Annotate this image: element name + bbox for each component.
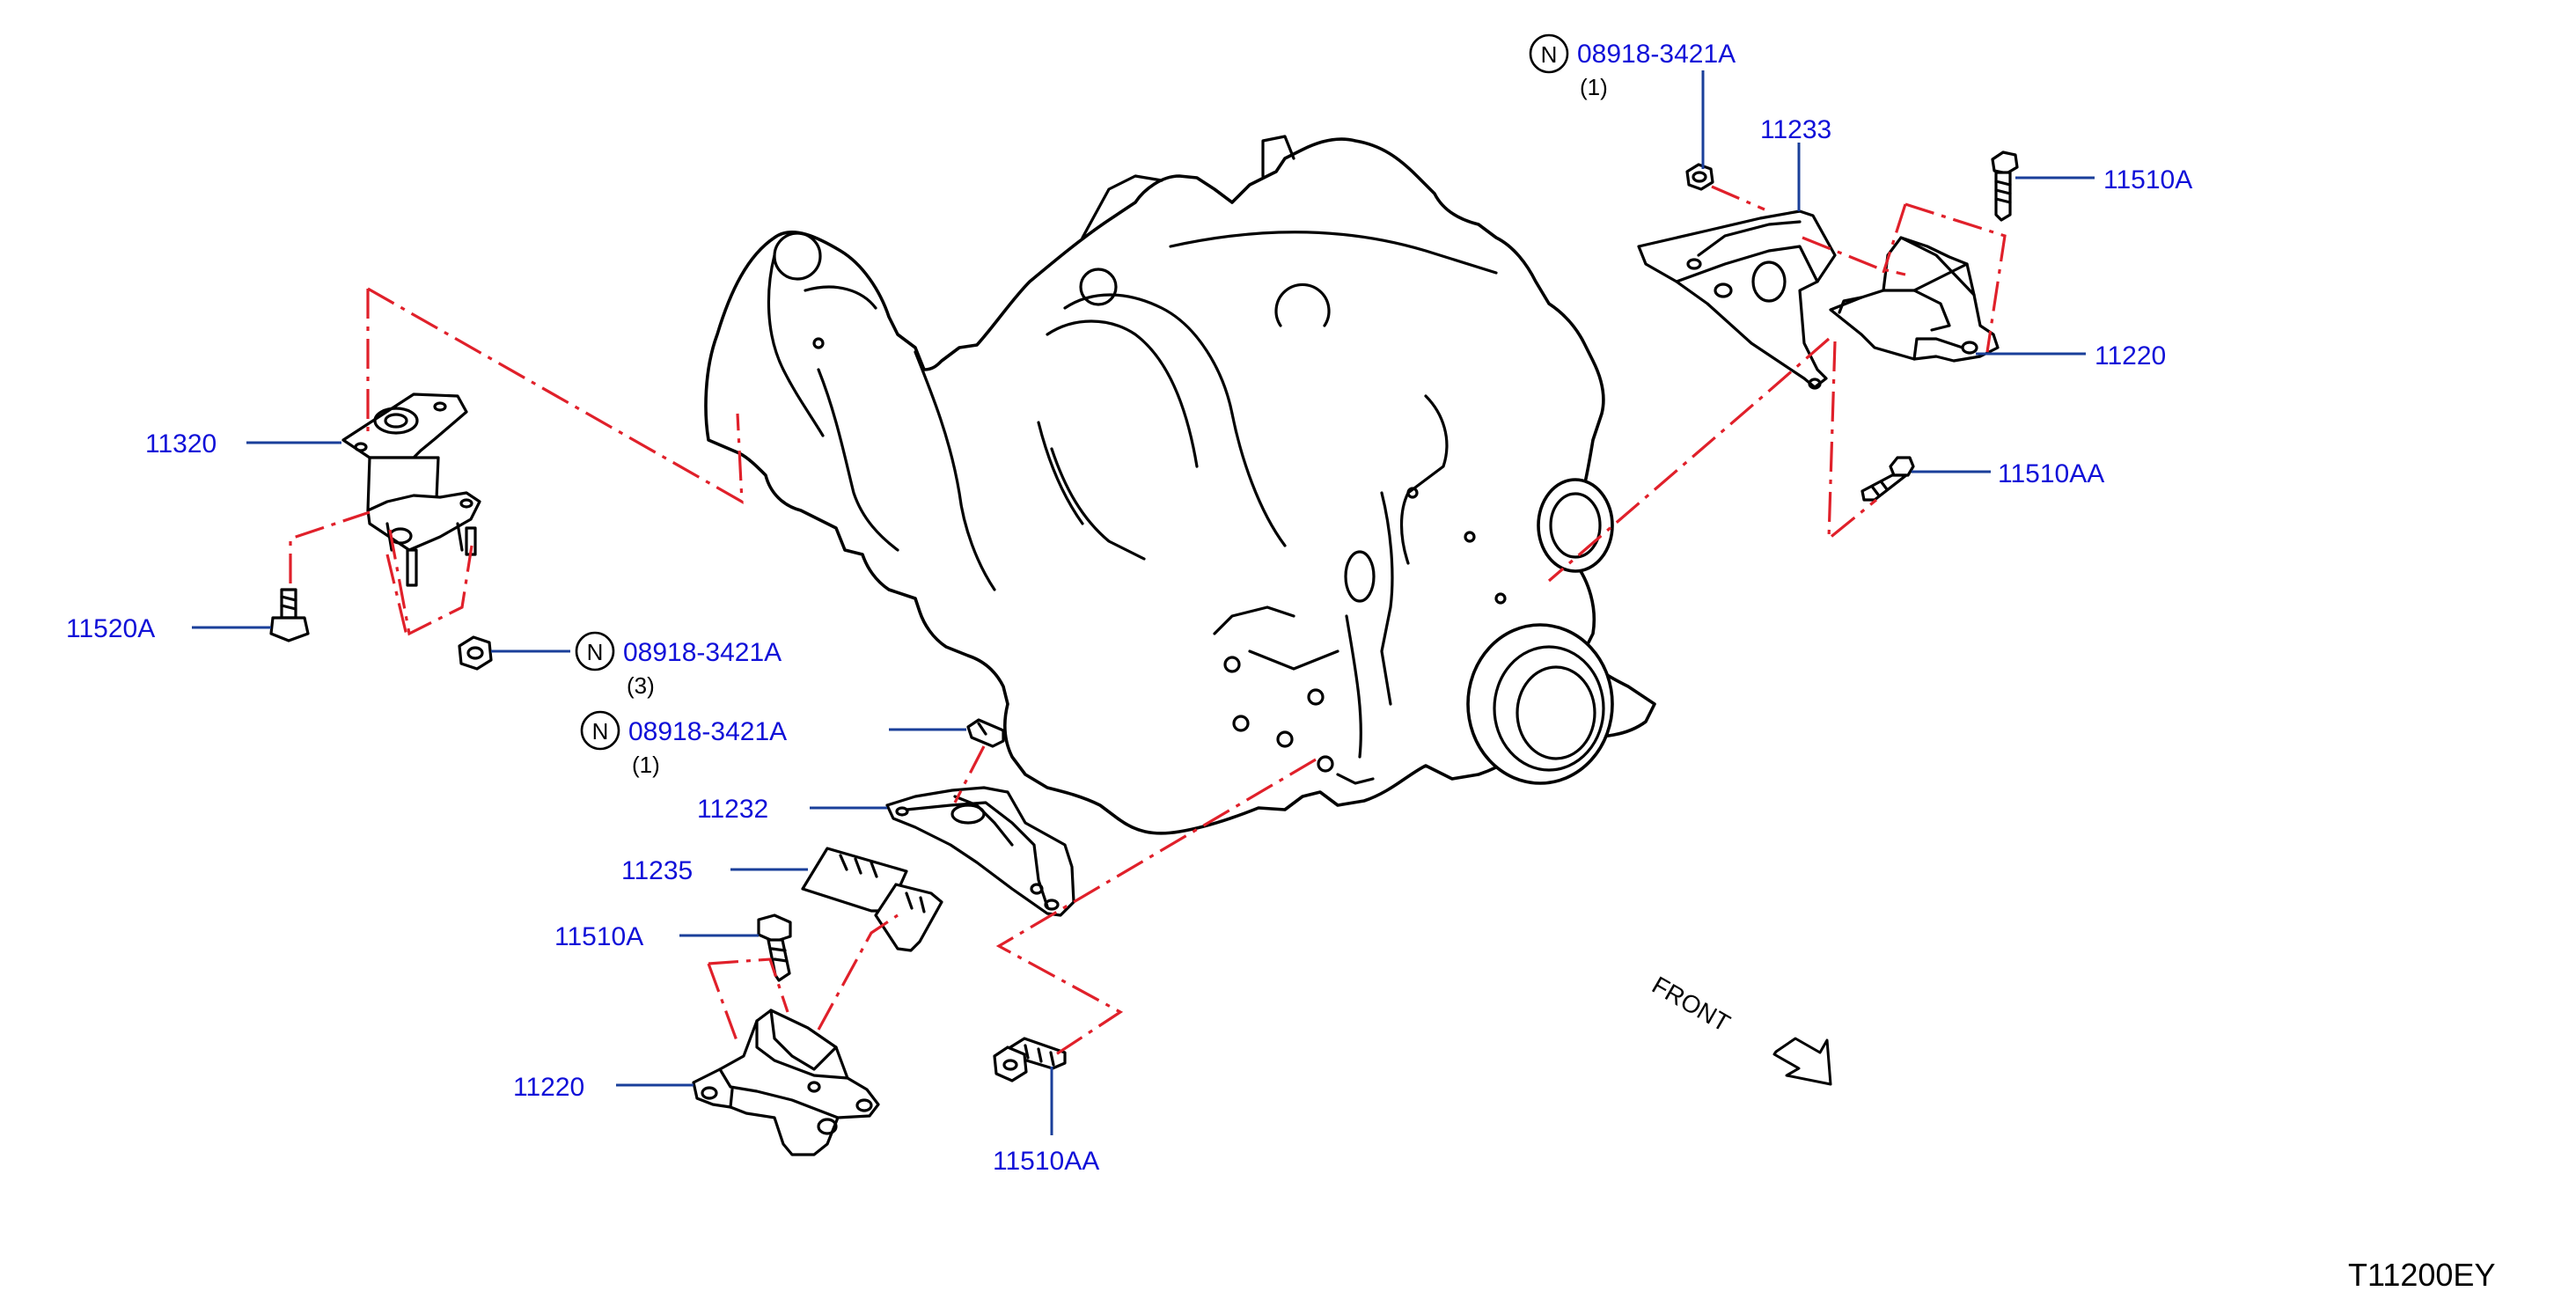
- heat-shield-11235: [801, 847, 943, 952]
- part-labels: 08918-3421A (1) 11233 11510A 11220 11510…: [66, 40, 2192, 1176]
- front-label: FRONT: [1648, 971, 1735, 1037]
- bracket-11233: [1637, 209, 1837, 390]
- label-bolt-right-top: 11510A: [2103, 165, 2192, 194]
- circled-n-icon: N: [580, 710, 620, 751]
- phantom-right-upper: [1711, 185, 1906, 276]
- label-bolt-front-lower: 11510AA: [993, 1147, 1099, 1176]
- phantom-front-mount-bracket: [817, 913, 899, 1031]
- svg-text:N: N: [592, 718, 609, 745]
- front-indicator: FRONT: [1648, 971, 1832, 1086]
- nut-left: [458, 635, 493, 671]
- label-insulator-11320: 11320: [145, 429, 217, 459]
- bolt-left: [269, 588, 310, 642]
- label-mount-right: 11220: [2095, 341, 2166, 371]
- bracket-11232: [885, 786, 1075, 917]
- label-nut-left: 08918-3421A: [623, 638, 782, 667]
- label-mount-front: 11220: [513, 1073, 584, 1102]
- leader-lines: [192, 70, 2095, 1135]
- label-heat-shield: 11235: [621, 856, 693, 885]
- phantom-front-bolt: [707, 957, 789, 1044]
- bolt-right-top: [1991, 150, 2019, 222]
- bolt-front-lower: [993, 1037, 1067, 1082]
- label-bolt-right-lower: 11510AA: [1998, 459, 2104, 488]
- left-mount-group: [269, 393, 493, 671]
- diagram-code: T11200EY: [2348, 1257, 2495, 1293]
- label-nut-top: 08918-3421A: [1577, 40, 1736, 69]
- label-bracket-11232: 11232: [697, 795, 768, 824]
- front-mount-group: [692, 718, 1075, 1156]
- bolt-right-lower: [1860, 456, 1915, 502]
- mount-right-11220: [1829, 236, 2000, 363]
- nut-top: [1685, 163, 1714, 191]
- phantom-right-lower: [1547, 337, 1878, 583]
- label-nut-top-qty: (1): [1580, 74, 1608, 100]
- insulator-11320: [341, 393, 481, 587]
- front-arrow-icon: [1772, 1037, 1832, 1086]
- label-nut-center-qty: (1): [632, 752, 660, 778]
- circled-n-icon: N: [575, 631, 615, 671]
- label-bolt-left: 11520A: [66, 614, 155, 643]
- svg-text:N: N: [587, 639, 604, 665]
- alignment-phantom-lines: [289, 185, 2007, 1056]
- phantom-center-nut: [953, 745, 986, 803]
- phantom-left-studs: [385, 529, 473, 636]
- label-bracket-11233: 11233: [1760, 115, 1831, 144]
- phantom-left-bolt: [289, 510, 371, 583]
- circled-n-icon: N: [1529, 33, 1569, 74]
- mount-front-11220: [692, 1009, 880, 1156]
- phantom-left-frame: [366, 287, 744, 504]
- right-mount-group: [1637, 150, 2019, 502]
- label-nut-left-qty: (3): [627, 672, 655, 699]
- label-nut-center: 08918-3421A: [628, 717, 787, 746]
- label-bolt-front-top: 11510A: [554, 922, 643, 951]
- svg-text:N: N: [1541, 41, 1558, 68]
- phantom-right-bolt: [1882, 202, 2007, 353]
- engine-assembly: [704, 135, 1656, 835]
- nut-center: [966, 718, 1005, 748]
